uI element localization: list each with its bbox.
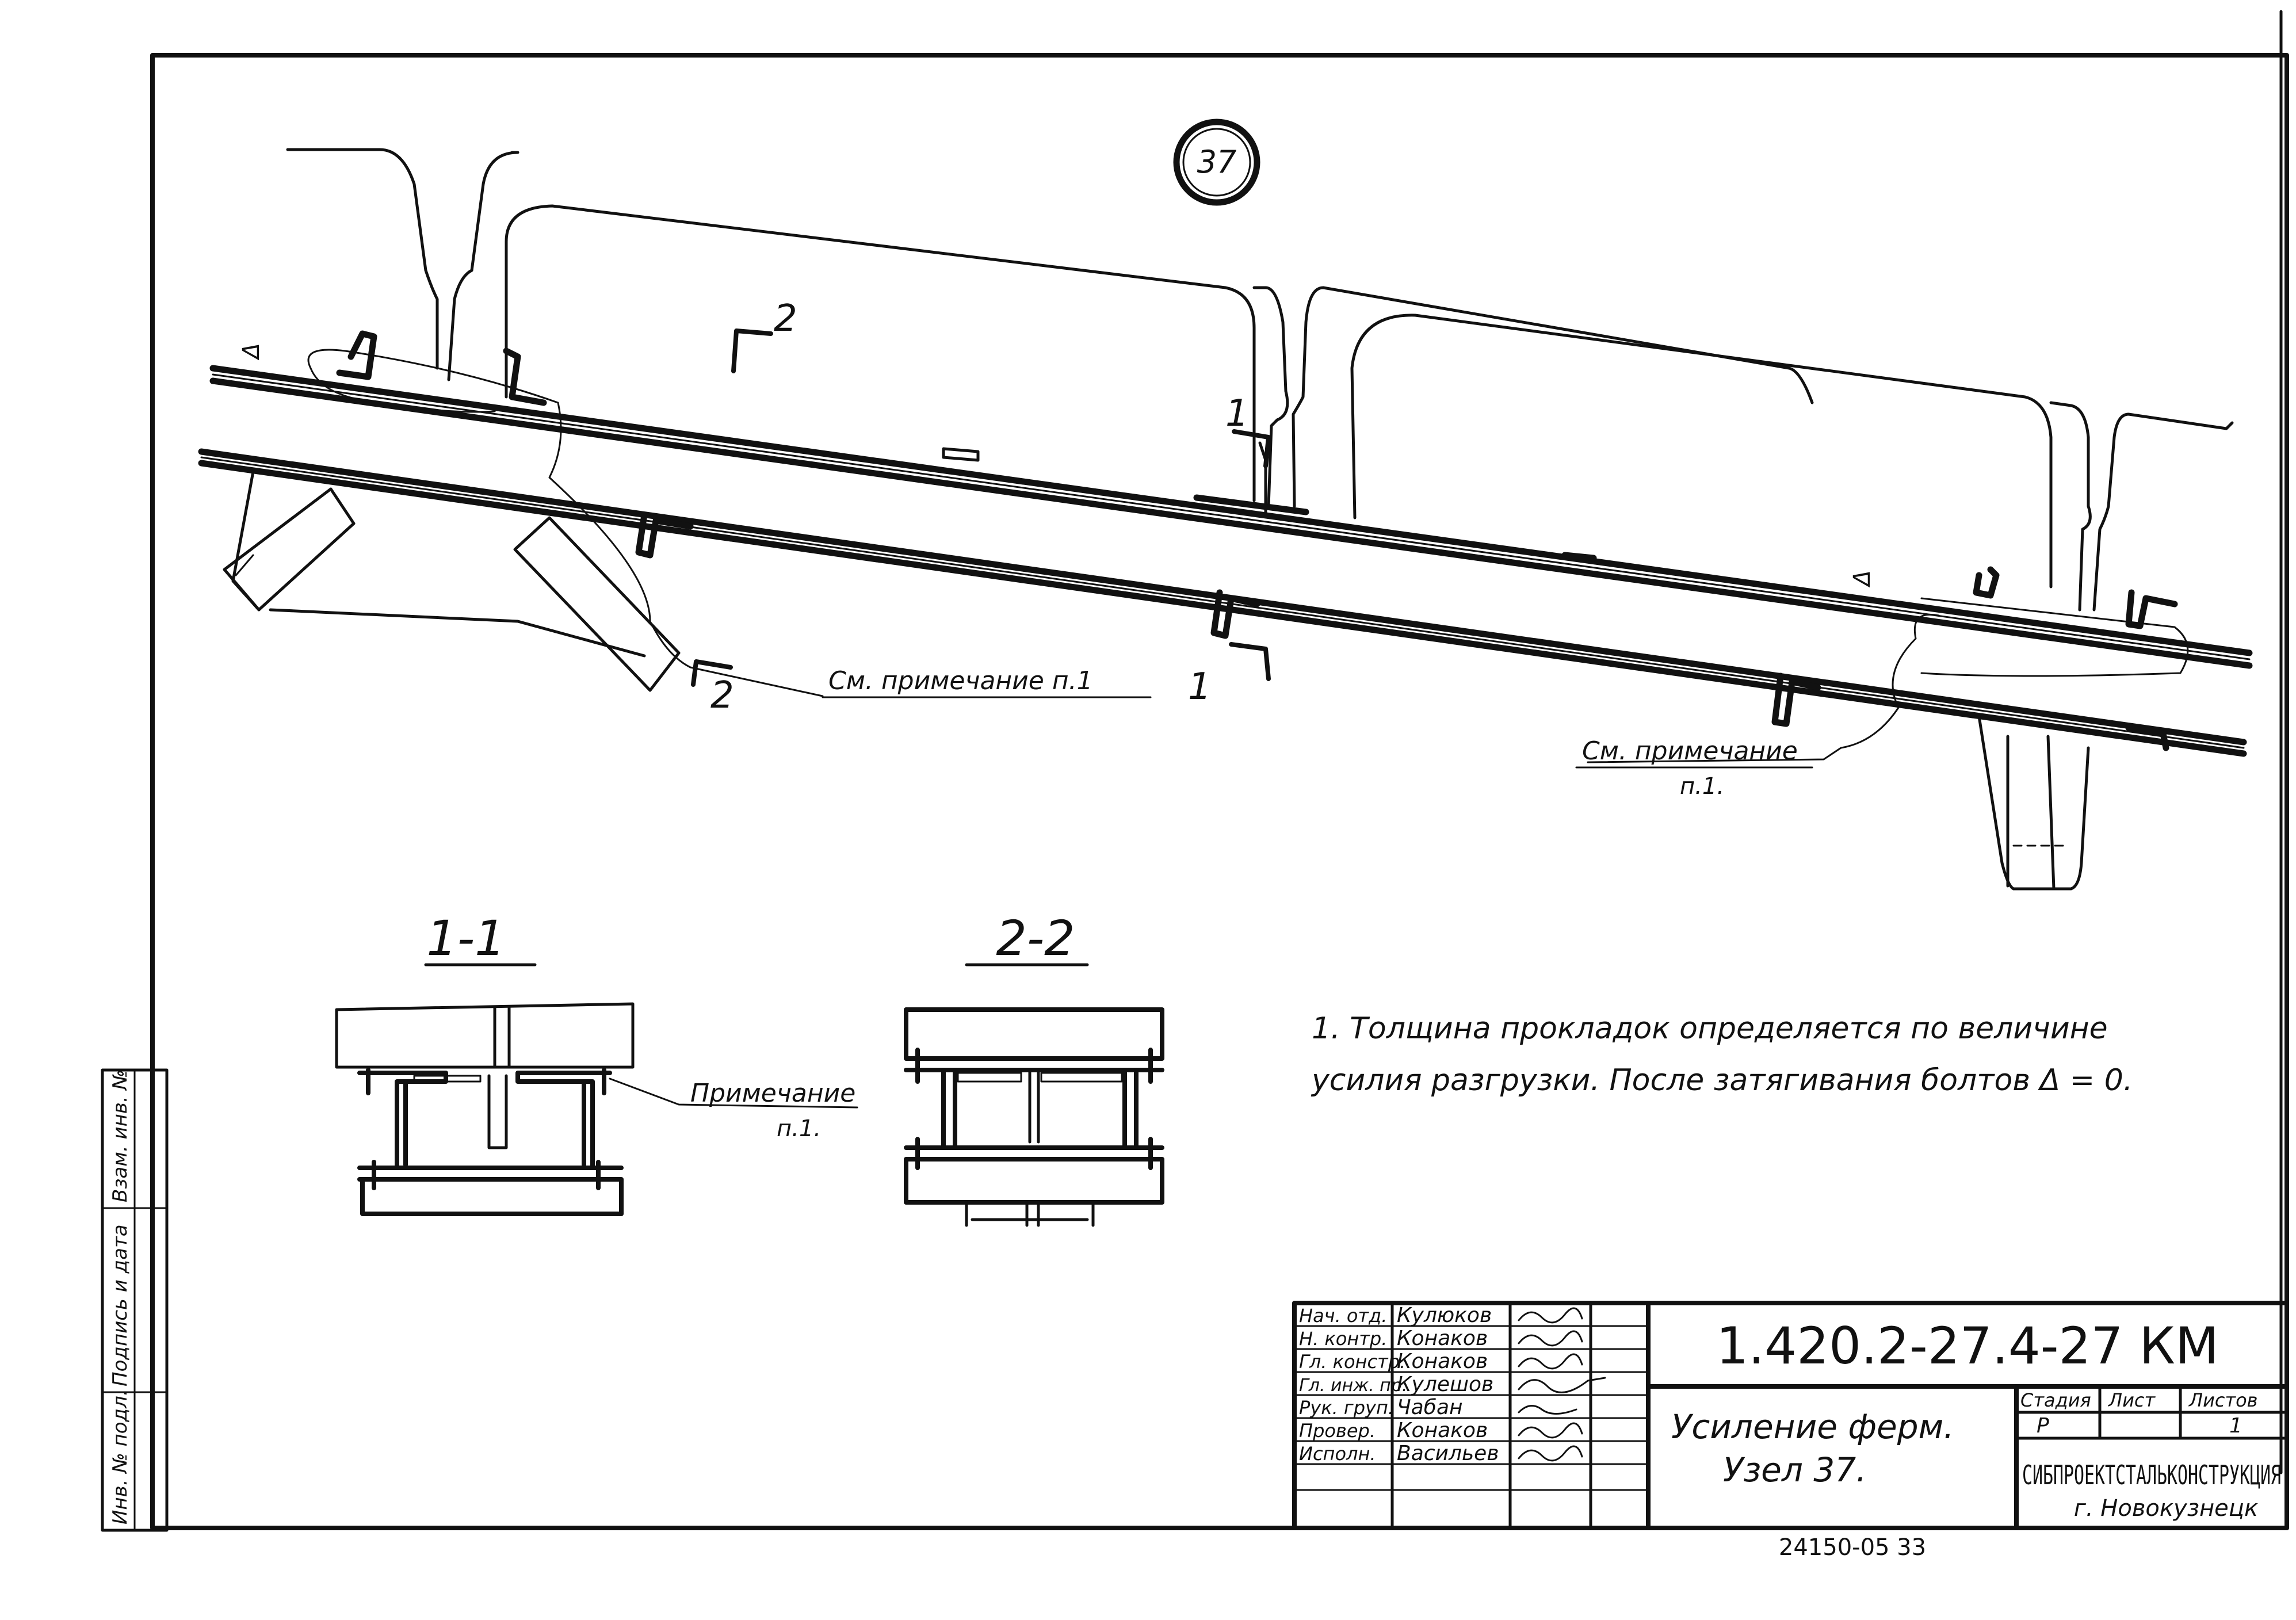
staff-role: Гл. инж. пр. [1299,1376,1407,1396]
shim-plate-3 [1561,552,1597,561]
slab-panel-2 [1350,314,2053,589]
sheets-value: 1 [2229,1414,2242,1438]
staff-name: Конаков [1397,1327,1488,1350]
general-note: 1. Толщина прокладок определяется по вел… [1311,1011,2133,1098]
gap-symbol-left: Δ [238,343,265,360]
staff-name: Конаков [1397,1419,1488,1442]
section-2-2-top-plate [904,1007,1164,1072]
section-2-2-web [941,1068,1139,1150]
svg-text:1: 1 [1225,392,1249,435]
staff-role: Гл. констр. [1299,1351,1405,1373]
side-stamp: Инв. № подл. Подпись и дата Взам. инв. № [101,1068,169,1532]
title-block: Нач. отд. Кулюков Н. контр. Конаков Гл. … [1292,1301,2289,1530]
svg-text:2: 2 [774,297,797,340]
slab-left-rib [286,148,519,381]
sheets-label: Листов [2188,1389,2258,1411]
note-ref-right: См. примечание п.1. [1575,736,1813,800]
section-cut-2-bottom: 2 [691,659,734,717]
node-callout: 37 [1173,119,1260,206]
note-ref-left: См. примечание п.1 [822,666,1152,698]
stage-value: Р [2037,1414,2049,1438]
side-stamp-field-sign: Подпись и дата [109,1224,132,1386]
staff-name: Кулюков [1397,1304,1492,1327]
gap-symbol-right: Δ [1849,570,1875,587]
staff-role: Провер. [1299,1420,1376,1442]
slab-right-rib [2049,401,2234,612]
section-cut-2-top: 2 [731,297,797,373]
side-stamp-field-replace: Взам. инв. № [109,1069,132,1202]
staff-role: Н. контр. [1299,1328,1387,1350]
staff-name: Кулешов [1397,1373,1493,1396]
sheet-label: Лист [2108,1389,2156,1411]
svg-text:См. примечание п.1: См. примечание п.1 [828,666,1093,696]
section-2-2: 2-2 [904,910,1164,1227]
drawing-title-line-1: Усиление ферм. [1671,1407,1954,1446]
section-1-1: 1-1 Примечание п.1. [335,910,858,1216]
svg-text:п.1.: п.1. [777,1115,821,1142]
highlight-loop-right [1587,597,2189,763]
stage-label: Стадия [2020,1389,2091,1411]
section-1-1-slab [335,1002,635,1069]
top-chord-lower-band [198,448,2247,757]
diagonal-left-2 [223,487,356,612]
staff-role: Исполн. [1299,1443,1376,1465]
staff-rows: Нач. отд. Кулюков Н. контр. Конаков Гл. … [1299,1304,1499,1465]
signatures [1518,1307,1606,1462]
section-2-2-title: 2-2 [996,910,1075,966]
sheet-frame [150,53,2289,1530]
side-stamp-field-inv: Инв. № подл. [109,1389,132,1525]
highlight-loop-left [307,349,824,697]
staff-name: Васильев [1397,1442,1499,1465]
general-note-line-2: усилия разгрузки. После затягивания болт… [1311,1063,2133,1098]
highlight-loop-left-b [310,367,496,413]
slab-rib-center [1252,286,1814,508]
staff-role: Рук. груп. [1299,1397,1394,1419]
svg-text:См. примечание: См. примечание [1582,736,1798,766]
staff-name: Конаков [1397,1350,1488,1373]
angle-clips [336,330,2178,751]
svg-text:1: 1 [1188,666,1212,708]
shim-plate-2 [1193,494,1309,515]
organization-name: СИБПРОЕКТСТАЛЬКОНСТРУКЦИЯ [2022,1459,2281,1491]
section-cut-1-top: 1 [1225,392,1271,468]
section-cut-1-bottom: 1 [1188,642,1271,708]
vertical-right [1977,715,2090,891]
section-2-2-bottom-plate [904,1145,1164,1205]
section-1-1-title: 1-1 [426,910,505,966]
section-1-1-note-ref: Примечание [690,1079,855,1108]
svg-text:п.1.: п.1. [1680,773,1724,800]
drawing-code: 1.420.2-27.4-27 КМ [1716,1316,2219,1376]
section-1-1-bottom-chord [357,1166,624,1216]
section-1-1-angles [357,1071,612,1170]
archive-number: 24150-05 33 [1779,1534,1926,1561]
truss-plan-view: Δ Δ 2 2 1 1 См. примечание п.1 См. приме… [198,148,2253,891]
top-chord-upper-band [209,365,2253,669]
slab-panel-1 [505,204,1256,502]
drawing-title-line-2: Узел 37. [1723,1450,1867,1489]
node-number: 37 [1197,144,1237,180]
staff-role: Нач. отд. [1299,1305,1387,1327]
svg-text:2: 2 [710,674,734,717]
shim-plate-1 [942,447,980,462]
general-note-line-1: 1. Толщина прокладок определяется по вел… [1312,1011,2108,1046]
diagonal-left-3 [513,516,681,692]
organization-city: г. Новокузнецк [2074,1495,2258,1522]
staff-name: Чабан [1397,1396,1463,1419]
